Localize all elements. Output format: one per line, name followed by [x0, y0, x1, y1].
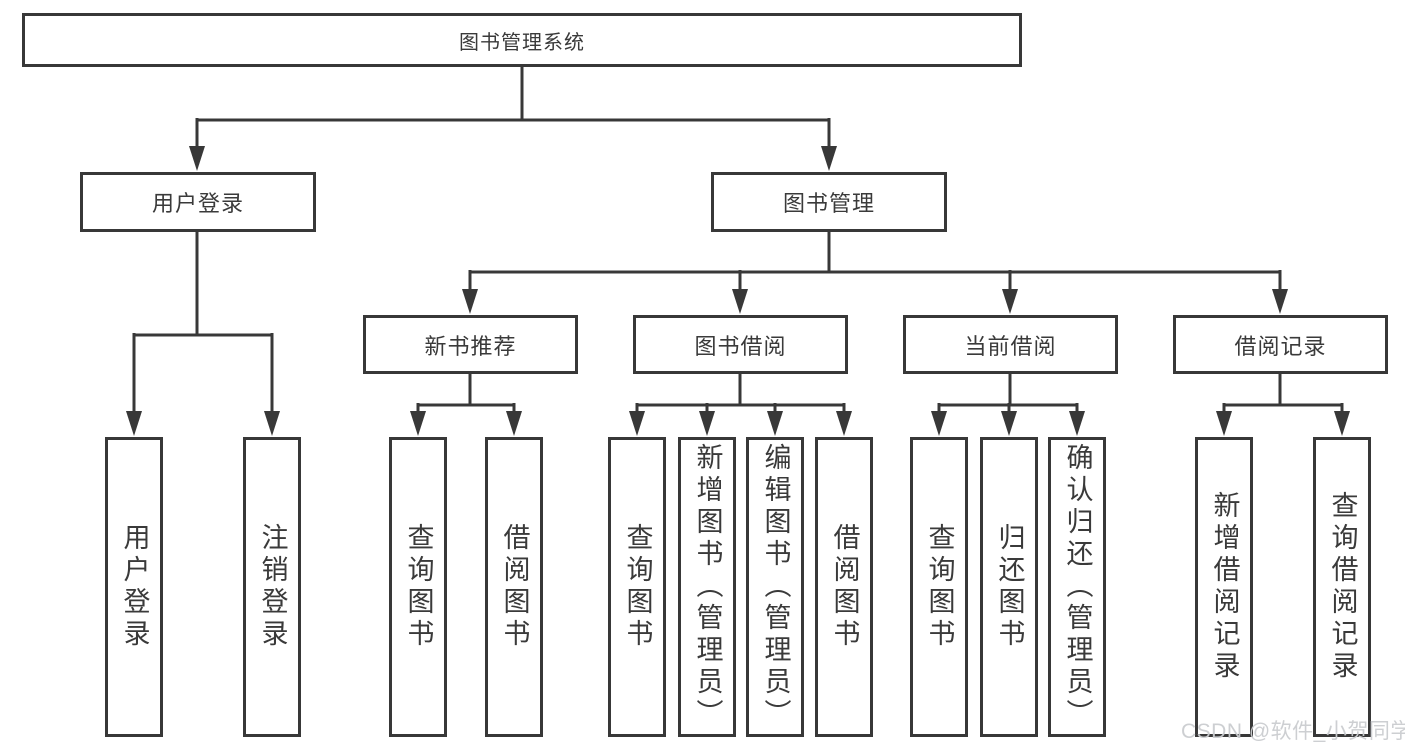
node-query-books-1: 查询图书	[389, 437, 447, 737]
node-logout-label: 注销登录	[257, 523, 288, 651]
node-query-borrow-record: 查询借阅记录	[1313, 437, 1371, 737]
node-query-borrow-record-label: 查询借阅记录	[1327, 491, 1358, 683]
node-book-management: 图书管理	[711, 172, 947, 232]
node-current-borrow-label: 当前借阅	[964, 333, 1057, 359]
node-logout: 注销登录	[243, 437, 301, 737]
node-query-books-2: 查询图书	[608, 437, 666, 737]
node-user-login-leaf: 用户登录	[105, 437, 163, 737]
node-user-login-label: 用户登录	[151, 191, 244, 216]
node-add-books-admin: 新增图书（管理员）	[678, 437, 736, 737]
node-add-books-admin-label: 新增图书（管理员）	[692, 443, 723, 731]
node-borrow-books-1: 借阅图书	[485, 437, 543, 737]
node-borrow-books-1-label: 借阅图书	[499, 523, 530, 651]
node-book-borrow-label: 图书借阅	[694, 333, 787, 359]
node-confirm-return-admin-label: 确认归还（管理员）	[1062, 443, 1093, 731]
node-book-management-label: 图书管理	[782, 191, 875, 216]
node-edit-books-admin-label: 编辑图书（管理员）	[760, 443, 791, 731]
node-user-login: 用户登录	[80, 172, 316, 232]
node-borrow-books-2-label: 借阅图书	[829, 523, 860, 651]
node-add-borrow-record-label: 新增借阅记录	[1209, 491, 1240, 683]
node-new-book-recommend: 新书推荐	[363, 315, 578, 374]
node-root-system: 图书管理系统	[22, 13, 1022, 67]
node-root-system-label: 图书管理系统	[459, 31, 585, 54]
node-borrow-books-2: 借阅图书	[815, 437, 873, 737]
node-query-books-3-label: 查询图书	[924, 523, 955, 651]
csdn-watermark: CSDN @软件_小贺同学	[1181, 720, 1405, 743]
node-book-borrow: 图书借阅	[633, 315, 848, 374]
node-current-borrow: 当前借阅	[903, 315, 1118, 374]
node-return-books-label: 归还图书	[994, 523, 1025, 651]
node-edit-books-admin: 编辑图书（管理员）	[746, 437, 804, 737]
node-query-books-2-label: 查询图书	[622, 523, 653, 651]
node-add-borrow-record: 新增借阅记录	[1195, 437, 1253, 737]
node-new-book-recommend-label: 新书推荐	[424, 333, 517, 359]
node-borrow-records-label: 借阅记录	[1234, 333, 1327, 359]
node-query-books-1-label: 查询图书	[403, 523, 434, 651]
node-user-login-leaf-label: 用户登录	[119, 523, 150, 651]
node-borrow-records: 借阅记录	[1173, 315, 1388, 374]
node-query-books-3: 查询图书	[910, 437, 968, 737]
node-confirm-return-admin: 确认归还（管理员）	[1048, 437, 1106, 737]
node-return-books: 归还图书	[980, 437, 1038, 737]
